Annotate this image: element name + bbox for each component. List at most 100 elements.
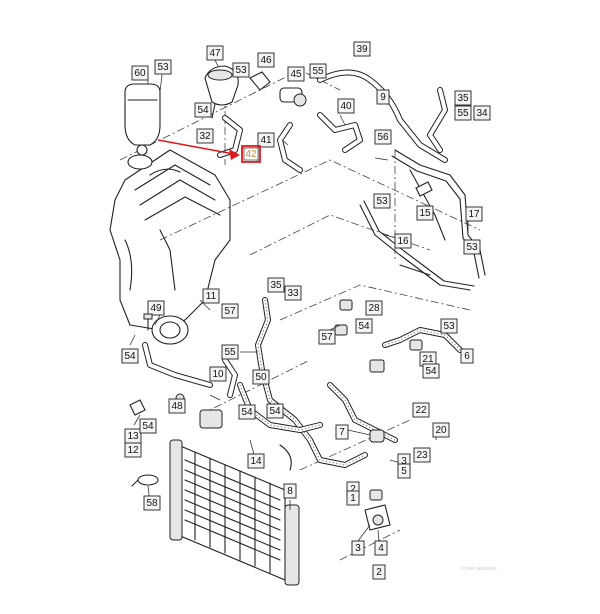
- callout-text: 1: [350, 493, 356, 504]
- callout-text: 12: [127, 445, 139, 456]
- callout-15: 15: [416, 205, 434, 221]
- watermark: © part catalogue: [460, 565, 497, 572]
- callout-56: 56: [374, 129, 392, 145]
- bolt-49: [143, 313, 153, 331]
- callout-21: 21: [419, 351, 437, 367]
- callout-5: 5: [397, 463, 411, 479]
- highlight-label: 42: [245, 149, 257, 160]
- callout-text: 23: [416, 450, 428, 461]
- connectors: [129, 299, 423, 531]
- radiator: [169, 439, 300, 586]
- callout-text: 6: [464, 351, 470, 362]
- callout-55: 55: [454, 105, 472, 121]
- callout-54: 54: [422, 363, 440, 379]
- callout-text: 4: [378, 543, 384, 554]
- callout-text: 3: [355, 543, 361, 554]
- callout-7: 7: [335, 424, 349, 440]
- callout-54: 54: [139, 418, 157, 434]
- callout-text: 57: [321, 332, 333, 343]
- callout-text: 22: [415, 405, 427, 416]
- callout-20: 20: [432, 422, 450, 438]
- callout-text: 53: [157, 62, 169, 73]
- callout-text: 53: [235, 65, 247, 76]
- callout-text: 17: [468, 209, 480, 220]
- callout-text: 50: [255, 372, 267, 383]
- callout-text: 54: [425, 366, 437, 377]
- callout-54: 54: [266, 403, 284, 419]
- callout-32: 32: [196, 128, 214, 144]
- callout-text: 57: [224, 306, 236, 317]
- callout-40: 40: [337, 98, 355, 114]
- callout-49: 49: [147, 300, 165, 316]
- callout-text: 5: [401, 466, 407, 477]
- callout-text: 2: [376, 567, 382, 578]
- callout-text: 41: [260, 135, 272, 146]
- engine-block: [109, 149, 231, 345]
- callout-9: 9: [376, 89, 390, 105]
- callout-text: 55: [312, 66, 324, 77]
- callout-text: 55: [224, 347, 236, 358]
- callout-53: 53: [463, 239, 481, 255]
- callout-text: 53: [443, 321, 455, 332]
- callout-55: 55: [309, 63, 327, 79]
- clip-58: [131, 474, 159, 487]
- callout-53: 53: [373, 193, 391, 209]
- expansion-tank-60: [124, 83, 161, 156]
- callout-53: 53: [154, 59, 172, 75]
- callout-57: 57: [318, 329, 336, 345]
- callout-28: 28: [365, 300, 383, 316]
- callout-53: 53: [232, 62, 250, 78]
- callout-text: 9: [380, 92, 386, 103]
- callout-8: 8: [283, 483, 297, 499]
- callout-text: 13: [127, 431, 139, 442]
- callout-34: 34: [473, 105, 491, 121]
- callout-16: 16: [394, 233, 412, 249]
- callout-text: 46: [260, 55, 272, 66]
- callout-text: 2: [350, 484, 356, 495]
- callout-14: 14: [247, 453, 265, 469]
- highlight-callout-42: 42: [157, 139, 261, 163]
- callout-48: 48: [168, 398, 186, 414]
- callout-58: 58: [143, 495, 161, 511]
- callout-text: 55: [457, 108, 469, 119]
- callout-54: 54: [238, 404, 256, 420]
- callout-labels: 6053474653455539549355534324140564253171…: [121, 41, 491, 580]
- callout-54: 54: [194, 102, 212, 118]
- callout-text: 58: [146, 498, 158, 509]
- callout-50: 50: [252, 369, 270, 385]
- callout-text: 15: [419, 208, 431, 219]
- callout-35: 35: [454, 90, 472, 106]
- callout-text: 16: [397, 236, 409, 247]
- callout-text: 3: [401, 456, 407, 467]
- callout-22: 22: [412, 402, 430, 418]
- callout-text: 48: [171, 401, 183, 412]
- callout-60: 60: [131, 65, 149, 81]
- callout-12: 12: [124, 442, 142, 458]
- callout-text: 39: [356, 44, 368, 55]
- callout-text: 28: [368, 303, 380, 314]
- callout-57: 57: [221, 303, 239, 319]
- callout-text: 40: [340, 101, 352, 112]
- callout-text: 11: [206, 291, 217, 302]
- callout-23: 23: [413, 447, 431, 463]
- callout-text: 34: [476, 108, 488, 119]
- callout-text: 54: [142, 421, 154, 432]
- callout-33: 33: [284, 285, 302, 301]
- callout-54: 54: [121, 348, 139, 364]
- callout-text: 60: [134, 68, 146, 79]
- callout-text: 21: [422, 354, 434, 365]
- callout-53: 53: [440, 318, 458, 334]
- callout-2: 2: [372, 564, 386, 580]
- callout-54: 54: [355, 318, 373, 334]
- callout-text: 54: [197, 105, 209, 116]
- callout-39: 39: [353, 41, 371, 57]
- callout-text: 53: [376, 196, 388, 207]
- callout-45: 45: [287, 66, 305, 82]
- callout-13: 13: [124, 428, 142, 444]
- pipe-15: [415, 181, 433, 197]
- callout-1: 1: [346, 490, 360, 506]
- callout-text: 7: [339, 427, 345, 438]
- callout-text: 53: [466, 242, 478, 253]
- callout-6: 6: [460, 348, 474, 364]
